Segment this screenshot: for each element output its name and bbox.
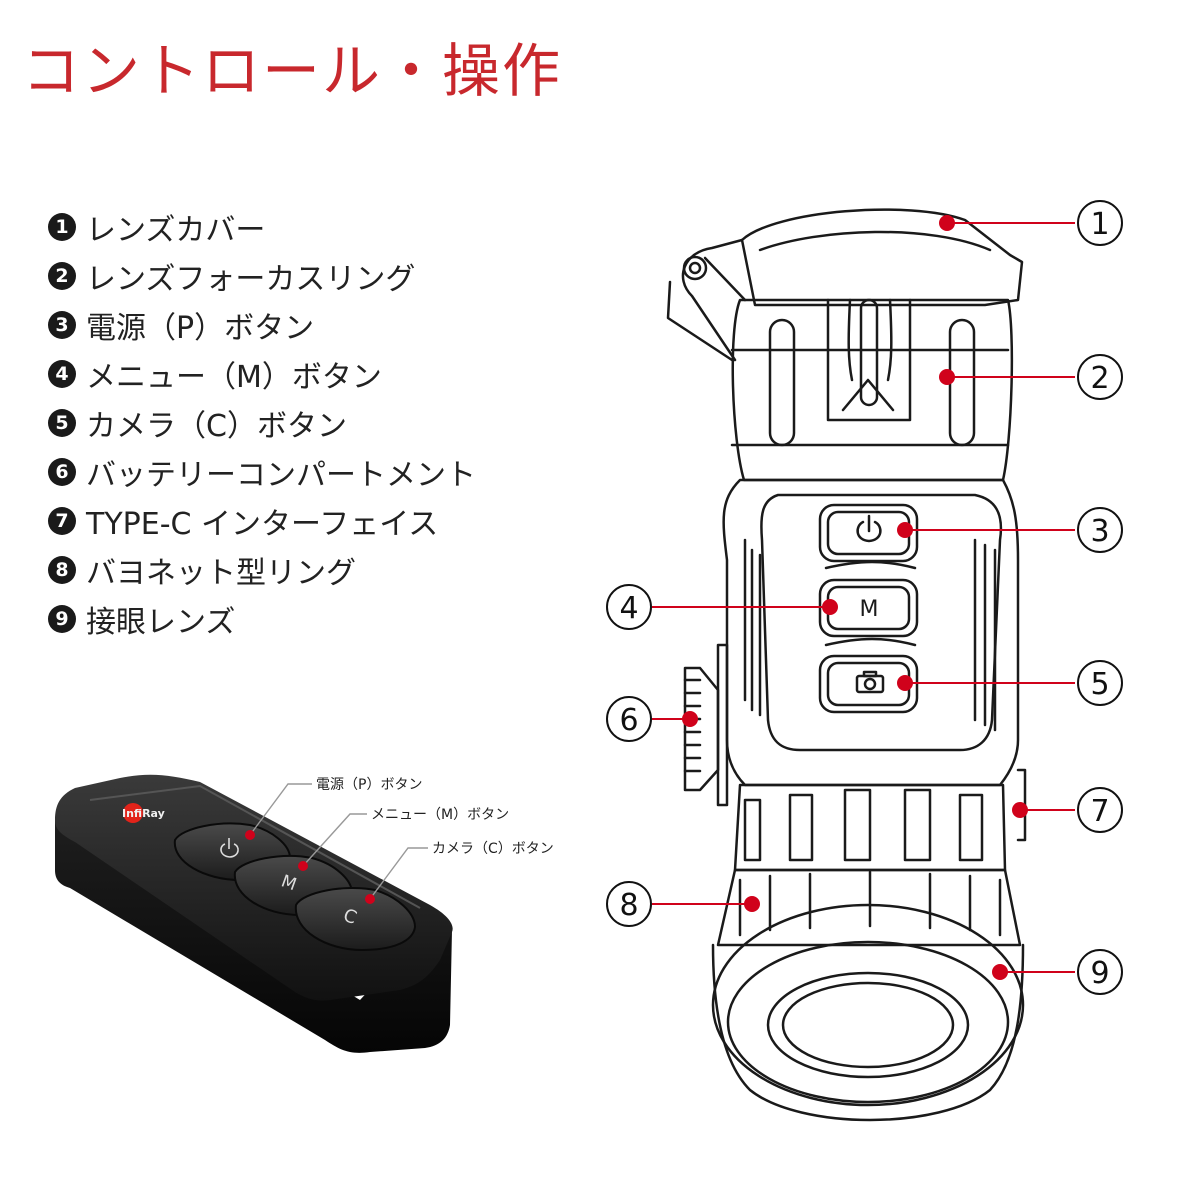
legend-number: 9 (48, 604, 76, 633)
legend-number: 5 (48, 408, 76, 437)
legend-label: 接眼レンズ (86, 604, 236, 640)
lens-cover-drawing (666, 208, 1024, 362)
legend-item: 1 レンズカバー (48, 202, 476, 251)
callout-number: 7 (1090, 794, 1109, 829)
callout-dot (822, 599, 838, 615)
legend-item: 8 バヨネット型リング (48, 545, 476, 594)
callout-marker: 3 (1077, 507, 1123, 553)
callout-dot (897, 522, 913, 538)
focus-ring-drawing (730, 298, 1014, 482)
brand-text: InfiRay (122, 807, 165, 820)
callout-number: 6 (619, 703, 638, 738)
legend-item: 7 TYPE-C インターフェイス (48, 496, 476, 545)
callout-marker: 7 (1077, 787, 1123, 833)
remote-camera-key: C (294, 887, 417, 952)
remote-power-label: 電源（P）ボタン (316, 777, 422, 793)
callout-marker: 4 (606, 584, 652, 630)
callout-dot (897, 675, 913, 691)
remote-camera-label: カメラ（C）ボタン (432, 841, 554, 857)
legend-item: 4 メニュー（M）ボタン (48, 349, 476, 398)
legend-number: 2 (48, 261, 76, 290)
callout-number: 4 (619, 591, 638, 626)
legend-item: 5 カメラ（C）ボタン (48, 398, 476, 447)
callout-dot (1012, 802, 1028, 818)
remote-callout-lines (249, 783, 428, 900)
callout-marker: 6 (606, 696, 652, 742)
bayonet-ring-drawing (716, 783, 1022, 947)
legend-label: レンズフォーカスリング (86, 261, 416, 297)
callout-number: 8 (619, 888, 638, 923)
callout-dot (939, 369, 955, 385)
legend-number: 3 (48, 310, 76, 339)
legend-label: バッテリーコンパートメント (86, 457, 476, 493)
callout-number: 2 (1090, 361, 1109, 396)
legend-label: 電源（P）ボタン (86, 310, 315, 346)
callout-dots (682, 215, 1028, 980)
legend-item: 6 バッテリーコンパートメント (48, 447, 476, 496)
legend-number: 7 (48, 506, 76, 535)
remote-menu-label: メニュー（M）ボタン (371, 807, 509, 823)
remote-menu-key-label: M (278, 871, 299, 895)
legend-number: 8 (48, 555, 76, 584)
remote-callout-dots (245, 830, 375, 904)
legend-label: カメラ（C）ボタン (86, 408, 347, 444)
legend: 1 レンズカバー 2 レンズフォーカスリング 3 電源（P）ボタン 4 メニュー… (48, 202, 476, 643)
remote-control: InfiRay M C 電源（P）ボタン メニュー（M）ボタン カメ (55, 774, 554, 1053)
legend-item: 2 レンズフォーカスリング (48, 251, 476, 300)
callout-number: 1 (1090, 207, 1109, 242)
callout-dot (744, 896, 760, 912)
menu-button-label: M (860, 597, 879, 622)
callout-dot (992, 964, 1008, 980)
legend-label: レンズカバー (86, 212, 266, 248)
eyepiece-drawing (711, 903, 1025, 1122)
callout-dot (682, 711, 698, 727)
page-title: コントロール・操作 (22, 37, 563, 105)
callout-marker: 5 (1077, 660, 1123, 706)
callout-number: 9 (1090, 956, 1109, 991)
legend-label: バヨネット型リング (86, 555, 356, 591)
callout-marker: 1 (1077, 200, 1123, 246)
legend-number: 4 (48, 359, 76, 388)
callout-number: 5 (1090, 667, 1109, 702)
device-drawing (666, 208, 1027, 1122)
callout-markers: 1 2 3 4 5 6 7 8 (606, 200, 1123, 995)
callout-dot (939, 215, 955, 231)
callout-marker: 8 (606, 881, 652, 927)
legend-number: 6 (48, 457, 76, 486)
legend-item: 9 接眼レンズ (48, 594, 476, 643)
callout-leaders (652, 222, 1075, 973)
callout-marker: 9 (1077, 949, 1123, 995)
legend-label: TYPE-C インターフェイス (86, 506, 439, 542)
legend-number: 1 (48, 212, 76, 241)
callout-marker: 2 (1077, 354, 1123, 400)
legend-item: 3 電源（P）ボタン (48, 300, 476, 349)
legend-label: メニュー（M）ボタン (86, 359, 382, 395)
brand-logo: InfiRay (122, 803, 165, 823)
callout-number: 3 (1090, 514, 1109, 549)
